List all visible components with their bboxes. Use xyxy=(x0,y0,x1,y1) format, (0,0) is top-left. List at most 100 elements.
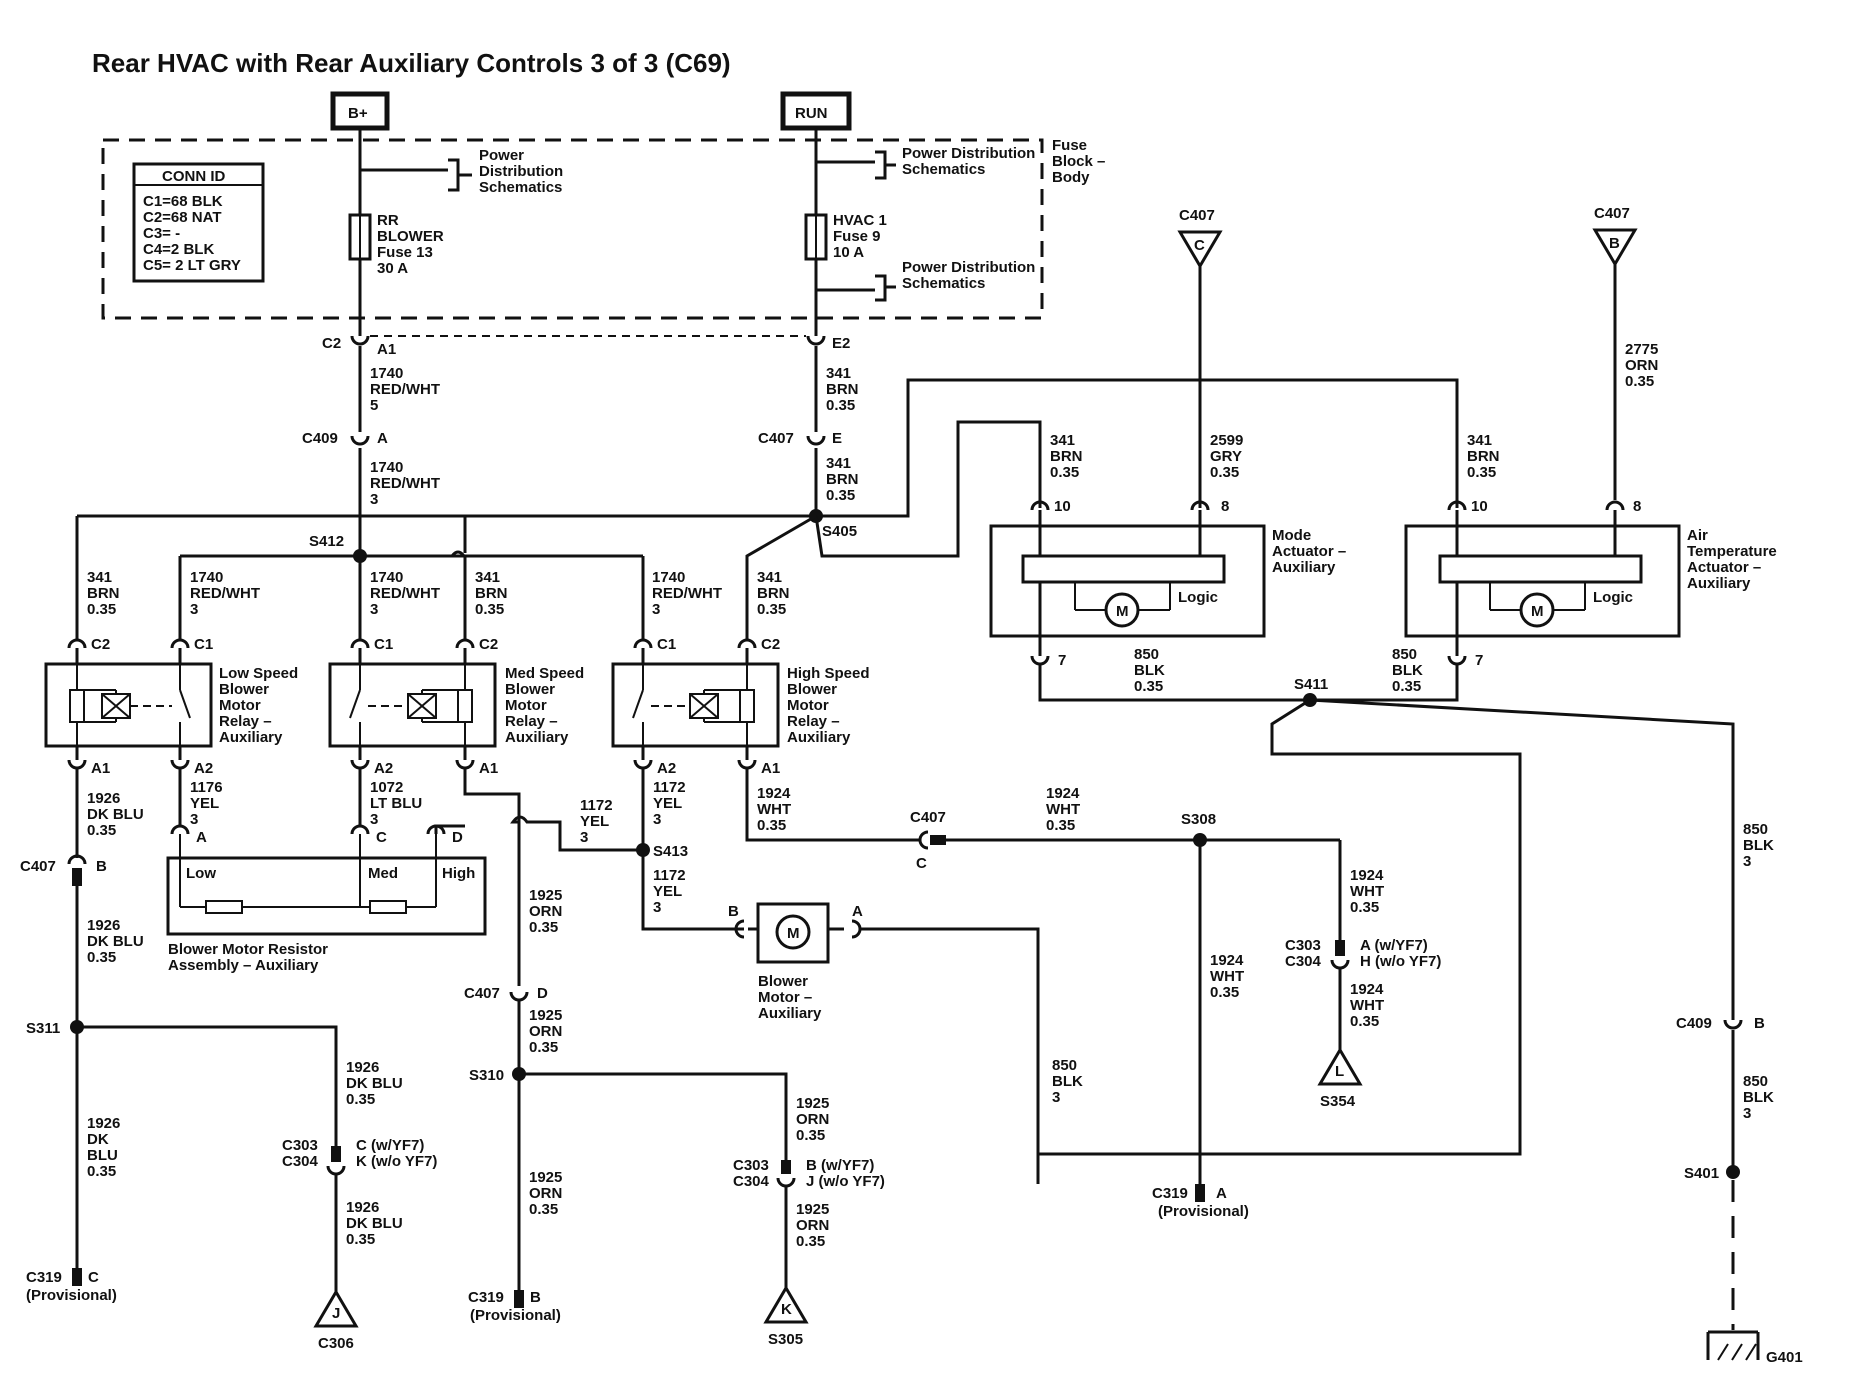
svg-text:Schematics: Schematics xyxy=(479,179,562,196)
conn-id-box: CONN ID C1=68 BLK C2=68 NAT C3= - C4=2 B… xyxy=(132,162,265,283)
svg-text:E2: E2 xyxy=(832,335,850,352)
svg-text:Motor: Motor xyxy=(787,697,829,714)
svg-text:BLU: BLU xyxy=(87,1147,118,1164)
svg-text:0.35: 0.35 xyxy=(826,397,855,414)
svg-text:BLK: BLK xyxy=(1134,662,1165,679)
svg-text:0.35: 0.35 xyxy=(826,487,855,504)
svg-text:Actuator –: Actuator – xyxy=(1272,543,1346,560)
svg-text:Relay –: Relay – xyxy=(787,713,840,730)
svg-text:0.35: 0.35 xyxy=(1210,984,1239,1001)
svg-text:YEL: YEL xyxy=(653,795,682,812)
svg-text:BRN: BRN xyxy=(826,381,859,398)
svg-text:C303: C303 xyxy=(1285,937,1321,954)
svg-text:DK: DK xyxy=(87,1131,109,1148)
svg-text:0.35: 0.35 xyxy=(1625,373,1654,390)
svg-text:D: D xyxy=(452,829,463,846)
svg-text:YEL: YEL xyxy=(580,813,609,830)
svg-text:1740: 1740 xyxy=(190,569,223,586)
svg-text:0.35: 0.35 xyxy=(757,817,786,834)
svg-text:RED/WHT: RED/WHT xyxy=(652,585,722,602)
svg-text:Schematics: Schematics xyxy=(902,275,985,292)
svg-text:J: J xyxy=(332,1305,340,1322)
svg-text:1926: 1926 xyxy=(87,790,120,807)
svg-text:BLK: BLK xyxy=(1052,1073,1083,1090)
svg-text:G401: G401 xyxy=(1766,1349,1803,1366)
svg-text:1924: 1924 xyxy=(757,785,791,802)
svg-text:S413: S413 xyxy=(653,843,688,860)
svg-text:A1: A1 xyxy=(377,341,396,358)
svg-text:1072: 1072 xyxy=(370,779,403,796)
svg-text:850: 850 xyxy=(1743,1073,1768,1090)
svg-text:Power: Power xyxy=(479,147,524,164)
svg-text:C407: C407 xyxy=(464,985,500,1002)
fuse-block-body-box xyxy=(101,138,1044,320)
svg-text:High Speed: High Speed xyxy=(787,665,870,682)
c407-b-connector: C407 B 2775 ORN 0.35 xyxy=(1592,205,1658,500)
svg-text:1740: 1740 xyxy=(370,459,403,476)
svg-text:Block –: Block – xyxy=(1052,153,1105,170)
svg-text:1925: 1925 xyxy=(529,1169,562,1186)
svg-text:2775: 2775 xyxy=(1625,341,1658,358)
svg-text:3: 3 xyxy=(580,829,588,846)
svg-text:BLK: BLK xyxy=(1743,1089,1774,1106)
splice-s411: S411 850 BLK 0.35 850 BLK 0.35 850 BLK 3… xyxy=(1036,646,1774,1330)
svg-text:3: 3 xyxy=(653,811,661,828)
svg-text:C407: C407 xyxy=(1594,205,1630,222)
svg-text:B+: B+ xyxy=(348,105,368,122)
hvac1-circuit: Power Distribution Schematics Power Dist… xyxy=(804,128,1035,336)
svg-text:7: 7 xyxy=(1058,652,1066,669)
svg-text:Blower: Blower xyxy=(219,681,269,698)
svg-text:Auxiliary: Auxiliary xyxy=(787,729,851,746)
svg-text:C319: C319 xyxy=(26,1269,62,1286)
wire-1172: 1172 YEL 3 1172 YEL 3 S413 1172 YEL 3 xyxy=(463,768,744,931)
svg-text:Blower Motor Resistor: Blower Motor Resistor xyxy=(168,941,328,958)
svg-text:850: 850 xyxy=(1392,646,1417,663)
svg-text:1740: 1740 xyxy=(652,569,685,586)
svg-text:C407: C407 xyxy=(1179,207,1215,224)
svg-text:GRY: GRY xyxy=(1210,448,1242,465)
svg-text:0.35: 0.35 xyxy=(796,1233,825,1250)
c407-c-connector: C407 C 2599 GRY 0.35 xyxy=(1177,207,1243,500)
svg-text:BRN: BRN xyxy=(1050,448,1083,465)
svg-text:Auxiliary: Auxiliary xyxy=(1687,575,1751,592)
splice-s412: S412 xyxy=(178,533,645,640)
svg-text:J (w/o YF7): J (w/o YF7) xyxy=(806,1173,885,1190)
svg-text:Auxiliary: Auxiliary xyxy=(505,729,569,746)
fuse-block-label: Fuse Block – Body xyxy=(1052,137,1105,186)
low-speed-relay: C2 C1 Low Speed Blower Motor Relay – Aux… xyxy=(44,636,298,777)
svg-text:Schematics: Schematics xyxy=(902,161,985,178)
svg-text:Power Distribution: Power Distribution xyxy=(902,259,1035,276)
svg-text:ORN: ORN xyxy=(796,1217,829,1234)
svg-text:341: 341 xyxy=(1467,432,1492,449)
svg-text:10: 10 xyxy=(1471,498,1488,515)
svg-text:Fuse 13: Fuse 13 xyxy=(377,244,433,261)
svg-text:1924: 1924 xyxy=(1046,785,1080,802)
svg-text:C1: C1 xyxy=(657,636,676,653)
svg-text:BRN: BRN xyxy=(475,585,508,602)
svg-text:C2=68 NAT: C2=68 NAT xyxy=(143,209,222,226)
svg-text:C409: C409 xyxy=(1676,1015,1712,1032)
wire-1740-main: 1740 RED/WHT 5 C409 A 1740 RED/WHT 3 xyxy=(302,346,440,553)
svg-text:C407: C407 xyxy=(910,809,946,826)
svg-text:Low: Low xyxy=(186,865,216,882)
svg-text:ORN: ORN xyxy=(529,903,562,920)
svg-text:RED/WHT: RED/WHT xyxy=(370,381,440,398)
svg-text:S311: S311 xyxy=(26,1020,60,1037)
blower-motor-resistor: 1176 YEL 3 A 1072 LT BLU 3 C D Low Med H… xyxy=(166,768,487,974)
svg-text:WHT: WHT xyxy=(1350,883,1384,900)
svg-text:S305: S305 xyxy=(768,1331,803,1348)
svg-text:B (w/YF7): B (w/YF7) xyxy=(806,1157,874,1174)
svg-text:0.35: 0.35 xyxy=(1134,678,1163,695)
svg-text:RUN: RUN xyxy=(795,105,828,122)
svg-text:A: A xyxy=(377,430,388,447)
svg-text:Med: Med xyxy=(368,865,398,882)
svg-text:C304: C304 xyxy=(1285,953,1322,970)
svg-text:M: M xyxy=(1116,603,1129,620)
svg-text:Assembly – Auxiliary: Assembly – Auxiliary xyxy=(168,957,319,974)
svg-text:850: 850 xyxy=(1743,821,1768,838)
svg-text:1924: 1924 xyxy=(1210,952,1244,969)
svg-text:1925: 1925 xyxy=(529,1007,562,1024)
air-temp-actuator: 10 341 BRN 0.35 8 M Logic Air Temperatur… xyxy=(1404,432,1777,669)
svg-text:ORN: ORN xyxy=(529,1185,562,1202)
svg-text:850: 850 xyxy=(1134,646,1159,663)
